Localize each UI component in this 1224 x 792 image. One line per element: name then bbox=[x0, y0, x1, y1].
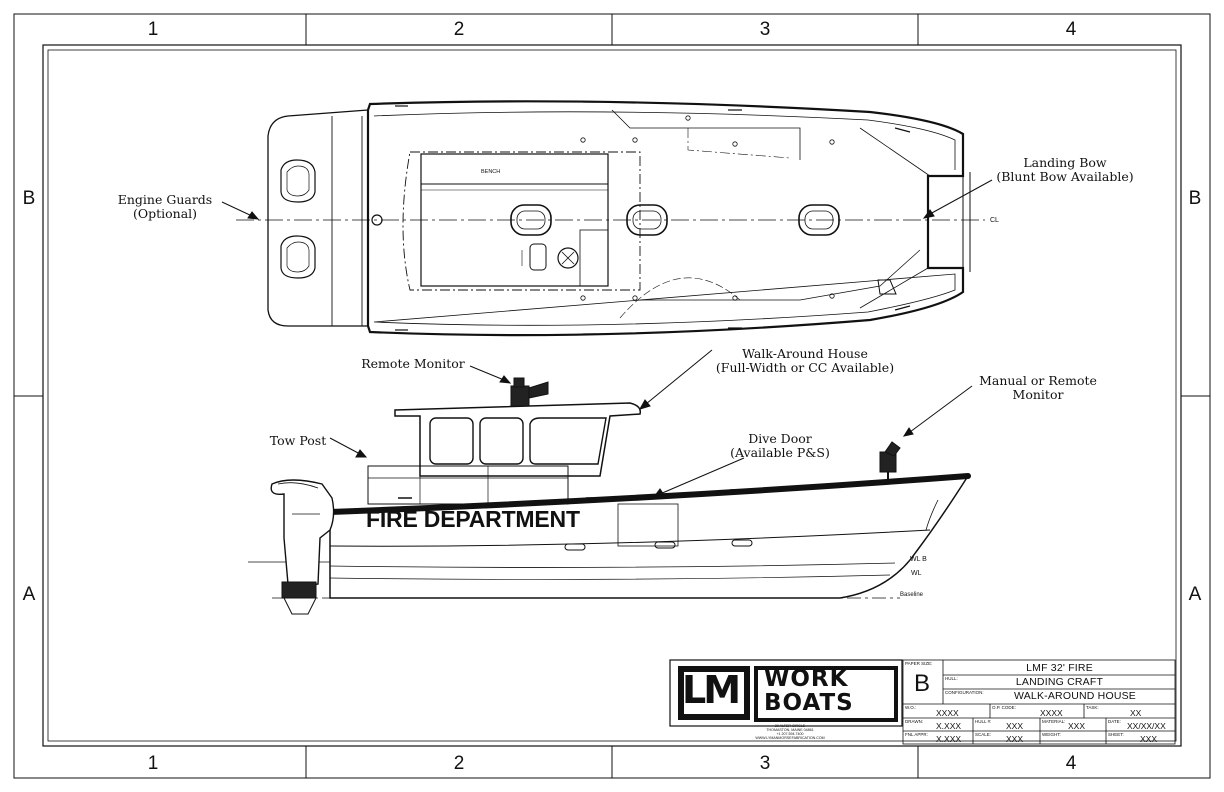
zone-row-a-right: A bbox=[1188, 584, 1202, 605]
config-label: CONFIGURATION: bbox=[945, 690, 984, 695]
logo-line-1: WORK bbox=[764, 666, 849, 692]
callout-engine-guards: Engine Guards(Optional) bbox=[117, 192, 213, 221]
drawing-name: LMF 32' FIRE bbox=[1026, 662, 1093, 674]
paper-size-value: B bbox=[914, 670, 931, 697]
zone-col-4-bottom: 4 bbox=[1065, 753, 1077, 774]
hull-number-value: XXX bbox=[1006, 721, 1024, 731]
leader-lines bbox=[221, 179, 993, 498]
hull-label: HULL: bbox=[945, 676, 958, 681]
zone-col-1-top: 1 bbox=[147, 19, 159, 40]
drawn-value: X.XXX bbox=[936, 721, 962, 731]
zone-col-3-bottom: 3 bbox=[759, 753, 771, 774]
task-label: TASK: bbox=[1086, 705, 1099, 710]
callout-walk-around-house: Walk-Around House(Full-Width or CC Avail… bbox=[715, 346, 895, 375]
centerline-label: CL bbox=[990, 217, 999, 224]
date-value: XX/XX/XX bbox=[1127, 721, 1166, 731]
date-label: DATE: bbox=[1108, 719, 1121, 724]
config-value: WALK-AROUND HOUSE bbox=[1013, 690, 1137, 702]
paper-size-label: PAPER SIZE: bbox=[905, 661, 933, 666]
sheet-value: XXX bbox=[1140, 734, 1158, 744]
wo-label: W.O.: bbox=[905, 705, 917, 710]
zone-row-a-left: A bbox=[22, 584, 36, 605]
zone-col-1-bottom: 1 bbox=[147, 753, 159, 774]
scale-label: SCALE: bbox=[975, 732, 992, 737]
hull-number-label: HULL #: bbox=[975, 719, 992, 724]
op-code-label: O.P. CODE: bbox=[992, 705, 1016, 710]
callout-dive-door: Dive Door(Available P&S) bbox=[730, 431, 830, 460]
bench-label: BENCH bbox=[481, 169, 501, 175]
zone-col-2-top: 2 bbox=[453, 19, 465, 40]
logo-mark: LM bbox=[682, 668, 741, 712]
sheet-label: SHEET: bbox=[1108, 732, 1124, 737]
outboard-engine-drawing bbox=[270, 479, 335, 615]
hull-value: LANDING CRAFT bbox=[1015, 676, 1104, 688]
callout-landing-bow: Landing Bow(Blunt Bow Available) bbox=[996, 155, 1134, 184]
bow-monitor-drawing bbox=[879, 441, 901, 484]
profile-view bbox=[248, 377, 971, 615]
weight-label: WEIGHT: bbox=[1042, 732, 1061, 737]
zone-col-2-bottom: 2 bbox=[453, 753, 465, 774]
material-value: XXX bbox=[1068, 721, 1086, 731]
drawn-label: DRAWN: bbox=[905, 719, 924, 724]
baseline-label: Baseline bbox=[900, 592, 924, 598]
plan-view bbox=[236, 100, 985, 337]
callout-tow-post: Tow Post bbox=[269, 433, 327, 448]
hull-lettering: FIRE DEPARTMENT bbox=[366, 506, 580, 532]
wo-value: XXXX bbox=[936, 708, 959, 718]
task-value: XX bbox=[1130, 708, 1142, 718]
zone-col-3-top: 3 bbox=[759, 19, 771, 40]
remote-monitor-drawing bbox=[510, 377, 549, 407]
title-block bbox=[902, 659, 1176, 745]
op-code-value: XXXX bbox=[1040, 708, 1063, 718]
final-approval-value: X.XXX bbox=[936, 734, 962, 744]
waterline-b-label: WL B bbox=[910, 556, 927, 563]
zone-col-4-top: 4 bbox=[1065, 19, 1077, 40]
waterline-label: WL bbox=[911, 570, 922, 577]
material-label: MATERIAL: bbox=[1042, 719, 1066, 724]
zone-row-b-right: B bbox=[1188, 188, 1202, 209]
logo-line-2: BOATS bbox=[764, 690, 854, 716]
zone-row-b-left: B bbox=[22, 188, 36, 209]
scale-value: XXX bbox=[1006, 734, 1024, 744]
company-logo bbox=[669, 659, 903, 727]
callout-remote-monitor: Remote Monitor bbox=[361, 356, 465, 371]
sheet-border bbox=[13, 13, 1211, 779]
final-approval-label: FNL APPR: bbox=[905, 732, 928, 737]
